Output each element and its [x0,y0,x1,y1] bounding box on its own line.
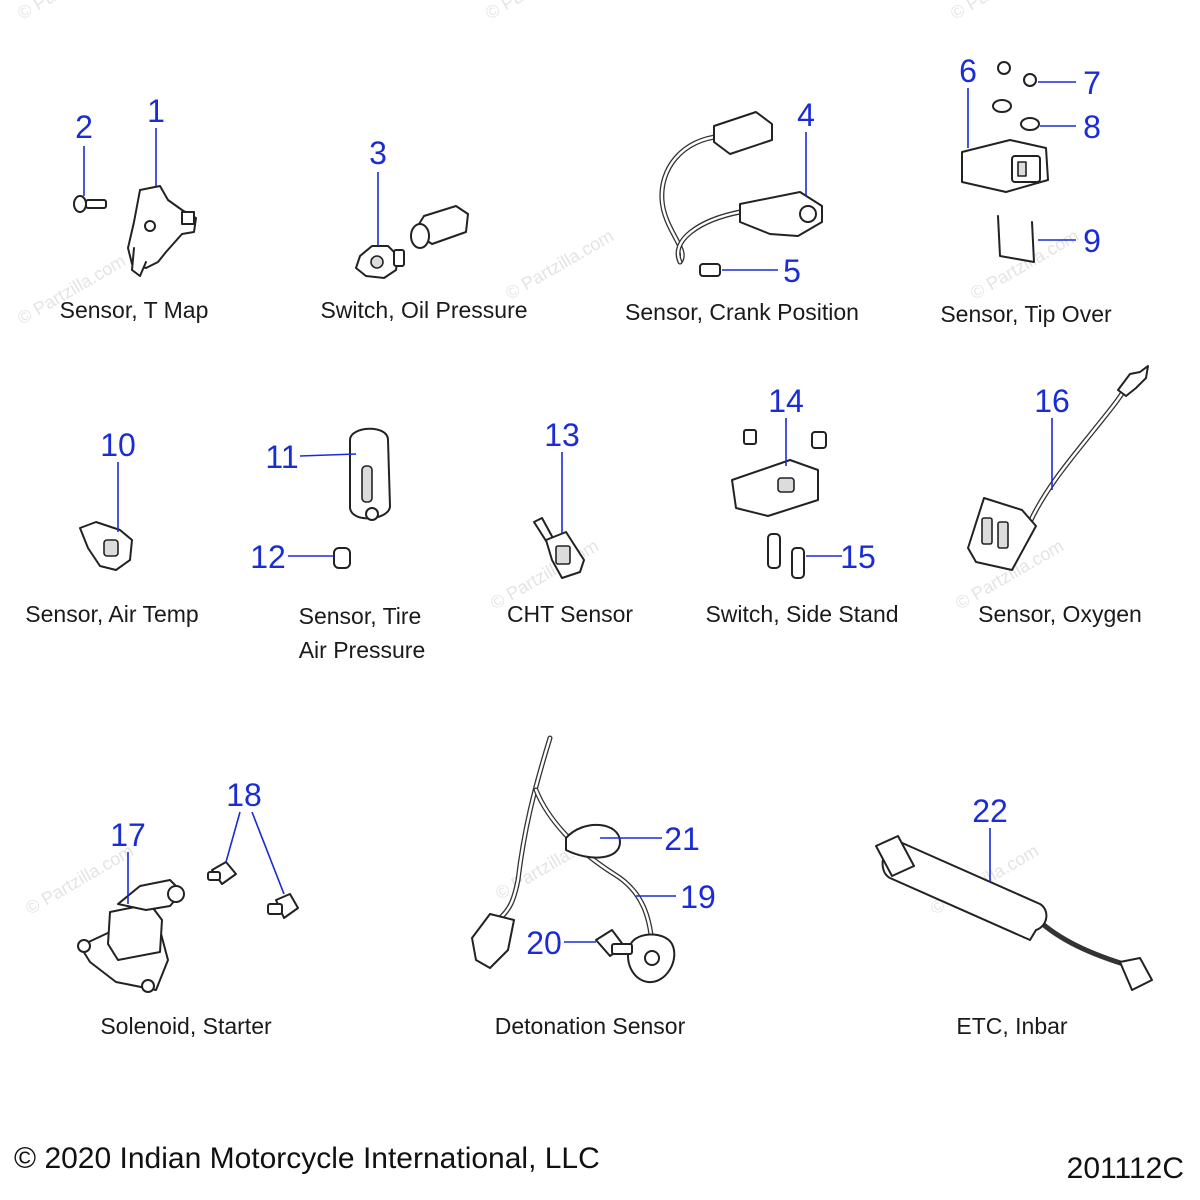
part-solenoid-screw-a[interactable] [207,861,237,885]
callout-22: 22 [972,793,1008,829]
callout-6: 6 [959,53,977,89]
part-solenoid-screw-b[interactable] [267,893,299,919]
callout-21: 21 [664,821,700,857]
callout-14: 14 [768,383,804,419]
part-t-map-screw[interactable] [73,195,107,213]
callout-15: 15 [840,539,876,575]
callout-4: 4 [797,97,815,133]
callout-16: 16 [1034,383,1070,419]
caption-t-map: Sensor, T Map [60,297,209,323]
callout-8: 8 [1083,109,1101,145]
copyright-text: © 2020 Indian Motorcycle International, … [14,1142,600,1175]
caption-detonation: Detonation Sensor [495,1013,686,1039]
caption-tip-over: Sensor, Tip Over [940,301,1112,327]
callout-18: 18 [226,777,262,813]
part-starter-solenoid[interactable] [77,879,185,993]
watermark-group: © Partzilla.com © Partzilla.com © Partzi… [14,0,1082,918]
watermark: © Partzilla.com [947,0,1062,23]
callout-9: 9 [1083,223,1101,259]
caption-side-stand: Switch, Side Stand [705,601,898,627]
part-air-temp-sensor[interactable] [79,521,133,571]
part-crank-position-sensor[interactable] [659,111,823,277]
caption-crank-position: Sensor, Crank Position [625,299,859,325]
part-tip-over-sensor[interactable] [961,61,1049,263]
diagram-code: 201112C [1067,1152,1184,1185]
caption-oxygen: Sensor, Oxygen [978,601,1142,627]
callout-17: 17 [110,817,146,853]
callout-3: 3 [369,135,387,171]
caption-cht: CHT Sensor [507,601,633,627]
callout-7: 7 [1083,65,1101,101]
callout-10: 10 [100,427,136,463]
callout-1: 1 [147,93,165,129]
part-cht-sensor[interactable] [533,517,585,579]
watermark: © Partzilla.com [502,225,617,303]
caption-etc: ETC, Inbar [956,1013,1068,1039]
callout-5: 5 [783,253,801,289]
watermark: © Partzilla.com [482,0,597,23]
part-oxygen-sensor[interactable] [967,365,1149,571]
callout-2: 2 [75,109,93,145]
callout-20: 20 [526,925,562,961]
callout-11: 11 [265,439,298,475]
part-detonation-bolt[interactable] [595,929,633,957]
caption-solenoid: Solenoid, Starter [100,1013,272,1039]
caption-oil-pressure: Switch, Oil Pressure [320,297,527,323]
caption-air-temp: Sensor, Air Temp [25,601,198,627]
caption-tire-pressure-line2: Air Pressure [299,637,426,663]
part-detonation-sensor[interactable] [471,735,676,984]
part-oil-pressure-switch[interactable] [355,205,469,279]
part-tire-pressure-sensor[interactable] [333,427,391,569]
part-etc-inbar[interactable] [875,835,1153,991]
callout-19: 19 [680,879,716,915]
part-t-map-sensor[interactable] [127,185,197,277]
watermark: © Partzilla.com [14,0,129,23]
callout-12: 12 [250,539,286,575]
callout-13: 13 [544,417,580,453]
caption-tire-pressure-line1: Sensor, Tire [299,603,422,629]
part-side-stand-switch[interactable] [731,429,827,579]
